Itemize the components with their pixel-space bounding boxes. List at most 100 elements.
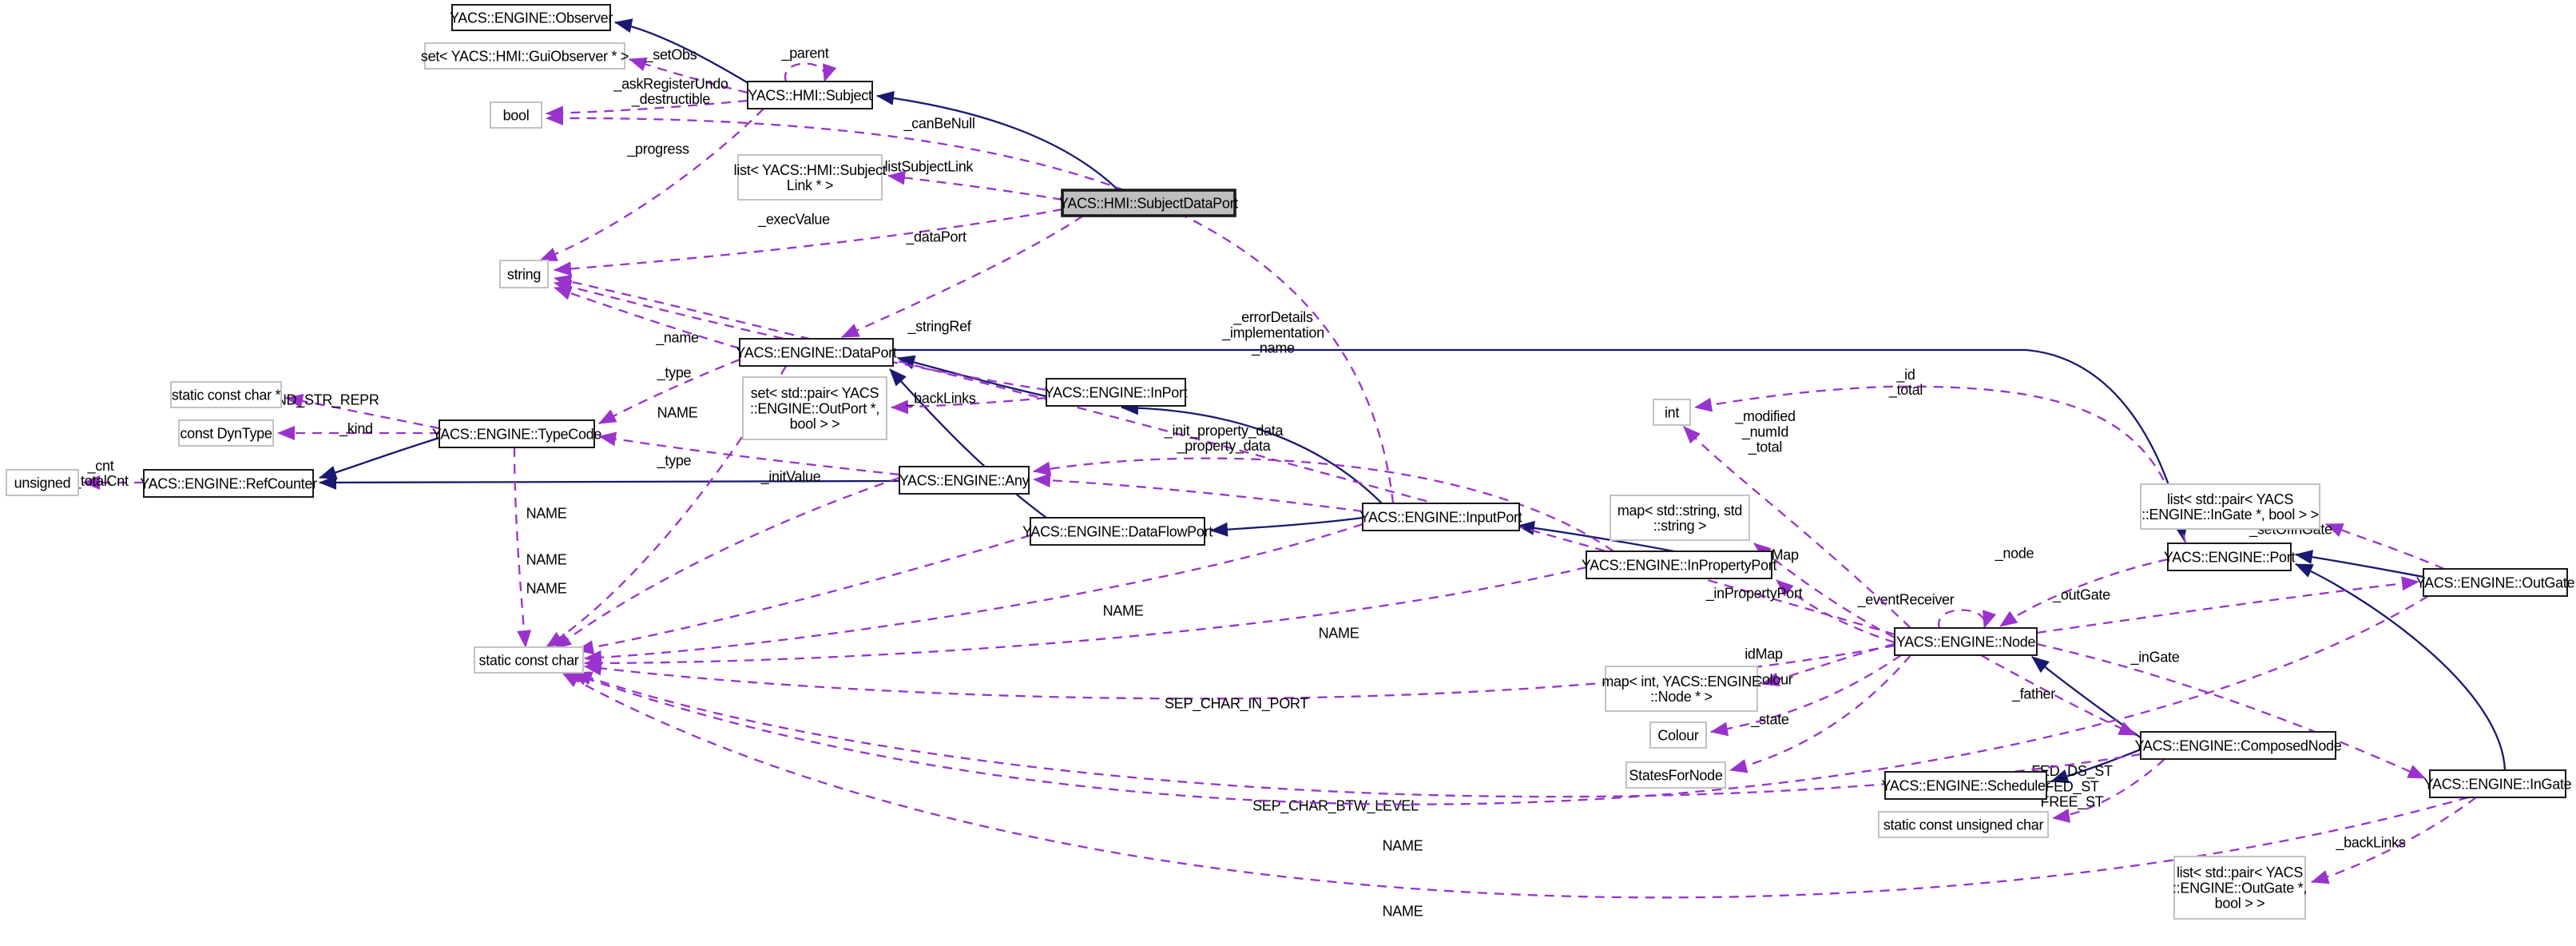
- class-box-static-const-unsigned-char[interactable]: static const unsigned char: [1878, 811, 2049, 838]
- edge-inputport-dataflowport: [1210, 516, 1363, 537]
- edge-inputport-static-const-char: [584, 523, 1363, 665]
- edge-label: _backLinks: [2335, 834, 2405, 851]
- edge-subjectdataport-string: [554, 208, 1063, 276]
- class-box-label: YACS::ENGINE::Node: [1896, 634, 2036, 650]
- class-box-label: YACS::ENGINE::InPort: [1045, 384, 1188, 400]
- class-box-dataflowport[interactable]: YACS::ENGINE::DataFlowPort: [1022, 517, 1213, 546]
- edge-label: _dataPort: [905, 229, 966, 245]
- edge-node-colour: [1710, 654, 1902, 737]
- edge-inport-string: [554, 280, 1047, 392]
- class-box-label: YACS::ENGINE::ComposedNode: [2135, 737, 2342, 753]
- class-box-label: YACS::ENGINE::Observer: [450, 10, 613, 26]
- class-box-static-const-char[interactable]: static const char: [474, 646, 584, 674]
- edge-ingate-static-const-char: [562, 671, 2469, 899]
- class-box-ingate[interactable]: YACS::ENGINE::InGate: [2424, 769, 2572, 798]
- class-box-set-outport-pair[interactable]: set< std::pair< YACS::ENGINE::OutPort *,…: [742, 376, 887, 440]
- edge-subject-bool: [546, 99, 748, 121]
- class-box-any[interactable]: YACS::ENGINE::Any: [899, 466, 1030, 495]
- edge-label: _cnt_totalCnt: [72, 458, 129, 490]
- edge-label: _modified_numId_total: [1734, 408, 1795, 455]
- edge-label: NAME: [526, 551, 567, 567]
- class-box-label: map< std::string, std::string >: [1617, 503, 1742, 534]
- class-box-const-dyntype[interactable]: const DynType: [178, 419, 274, 447]
- edge-label: _progress: [626, 141, 689, 157]
- edge-inpropertyport-any: [1033, 457, 1614, 552]
- edge-label: NAME: [657, 404, 698, 420]
- class-box-label: YACS::HMI::Subject: [748, 87, 872, 103]
- class-box-label: YACS::ENGINE::Port: [2164, 549, 2296, 565]
- class-box-subjectdataport[interactable]: YACS::HMI::SubjectDataPort: [1059, 189, 1239, 217]
- edge-label: _canBeNull: [903, 115, 974, 132]
- class-box-subject[interactable]: YACS::HMI::Subject: [747, 81, 873, 109]
- class-box-scheduler[interactable]: YACS::ENGINE::Scheduler: [1882, 771, 2050, 800]
- class-box-inport[interactable]: YACS::ENGINE::InPort: [1045, 378, 1188, 407]
- class-box-string[interactable]: string: [499, 260, 549, 288]
- edge-label: _init_property_data_property_data: [1164, 423, 1284, 455]
- edge-typecode-static-const-char: [513, 447, 532, 648]
- class-box-colour[interactable]: Colour: [1649, 721, 1707, 749]
- edge-label: _id_total: [1888, 367, 1923, 399]
- edge-label: _inGate: [2130, 649, 2180, 666]
- edge-outgate-port: [2295, 550, 2424, 578]
- edge-port-node: [1999, 558, 2169, 627]
- edge-composednode-scheduler: [2050, 748, 2141, 784]
- class-box-map-int-node[interactable]: map< int, YACS::ENGINE::Node * >: [1602, 666, 1761, 712]
- edge-inputport-bool: [546, 110, 1395, 504]
- class-box-int[interactable]: int: [1653, 399, 1691, 426]
- class-box-label: Colour: [1657, 727, 1699, 743]
- edge-dataflowport-dataport: [889, 368, 1047, 519]
- class-box-typecode[interactable]: YACS::ENGINE::TypeCode: [432, 419, 602, 448]
- edge-subject-string: [539, 108, 764, 262]
- edge-subject-set-guiobserver: [629, 57, 748, 94]
- class-box-node[interactable]: YACS::ENGINE::Node: [1894, 627, 2038, 656]
- edge-label: _initValue: [760, 468, 821, 485]
- class-box-composednode[interactable]: YACS::ENGINE::ComposedNode: [2135, 731, 2342, 760]
- class-box-label: YACS::ENGINE::Any: [899, 472, 1030, 488]
- class-box-inpropertyport[interactable]: YACS::ENGINE::InPropertyPort: [1582, 551, 1777, 579]
- edge-ingate-list-outgate-pair: [2311, 797, 2477, 884]
- class-box-observer[interactable]: YACS::ENGINE::Observer: [450, 4, 613, 31]
- edge-subjectdataport-subject: [876, 90, 1119, 191]
- edge-label: idMap: [1744, 646, 1783, 662]
- edge-outgate-static-const-char: [570, 595, 2429, 805]
- class-box-label: YACS::ENGINE::InPropertyPort: [1582, 557, 1777, 573]
- class-box-statesfornode[interactable]: StatesForNode: [1625, 761, 1726, 789]
- edge-typecode-static-const-char-star: [285, 394, 440, 430]
- class-box-list-ingate-pair[interactable]: list< std::pair< YACS::ENGINE::InGate *,…: [2140, 483, 2320, 530]
- class-box-label: unsigned: [14, 475, 71, 491]
- class-box-unsigned[interactable]: unsigned: [6, 469, 79, 496]
- class-box-refcounter[interactable]: YACS::ENGINE::RefCounter: [140, 469, 317, 498]
- edge-label: SEP_CHAR_BTW_LEVEL: [1252, 797, 1419, 814]
- edge-label: NAME: [1103, 602, 1144, 618]
- edge-label: _eventReceiver: [1857, 591, 1955, 608]
- edge-label: _outGate: [2052, 586, 2110, 603]
- edge-node-inpropertyport: [1776, 579, 1895, 644]
- edge-node-outgate: [2036, 576, 2419, 634]
- edge-label: _askRegisterUndo_destructible: [613, 76, 728, 108]
- edge-inpropertyport-inputport: [1517, 520, 1675, 553]
- class-box-list-outgate-pair[interactable]: list< std::pair< YACS::ENGINE::OutGate *…: [2173, 856, 2307, 920]
- class-box-port[interactable]: YACS::ENGINE::Port: [2164, 543, 2296, 571]
- class-box-static-const-char-star[interactable]: static const char *: [170, 381, 282, 408]
- class-box-label: map< int, YACS::ENGINE::Node * >: [1602, 674, 1761, 705]
- edge-label: _errorDetails_implementation_name: [1221, 309, 1324, 356]
- class-box-label: YACS::ENGINE::RefCounter: [140, 475, 317, 491]
- edge-node-statesfornode: [1729, 654, 1911, 773]
- class-box-map-string-string[interactable]: map< std::string, std::string >: [1610, 495, 1750, 541]
- class-box-dataport[interactable]: YACS::ENGINE::DataPort: [736, 338, 897, 367]
- edge-label: _type: [657, 364, 692, 381]
- class-box-bool[interactable]: bool: [490, 101, 542, 129]
- class-box-set-guiobserver[interactable]: set< YACS::HMI::GuiObserver * >: [421, 42, 629, 70]
- class-box-label: int: [1665, 404, 1679, 420]
- edge-label: KIND_STR_REPR: [263, 392, 379, 408]
- class-box-label: YACS::HMI::SubjectDataPort: [1059, 195, 1238, 211]
- class-box-label: static const char: [479, 652, 579, 668]
- edge-dataport-typecode: [598, 358, 740, 425]
- class-box-outgate[interactable]: YACS::ENGINE::OutGate: [2416, 568, 2575, 597]
- class-box-label: YACS::ENGINE::InputPort: [1360, 509, 1522, 525]
- edge-ingate-port: [2295, 562, 2507, 771]
- class-box-inputport[interactable]: YACS::ENGINE::InputPort: [1360, 503, 1522, 531]
